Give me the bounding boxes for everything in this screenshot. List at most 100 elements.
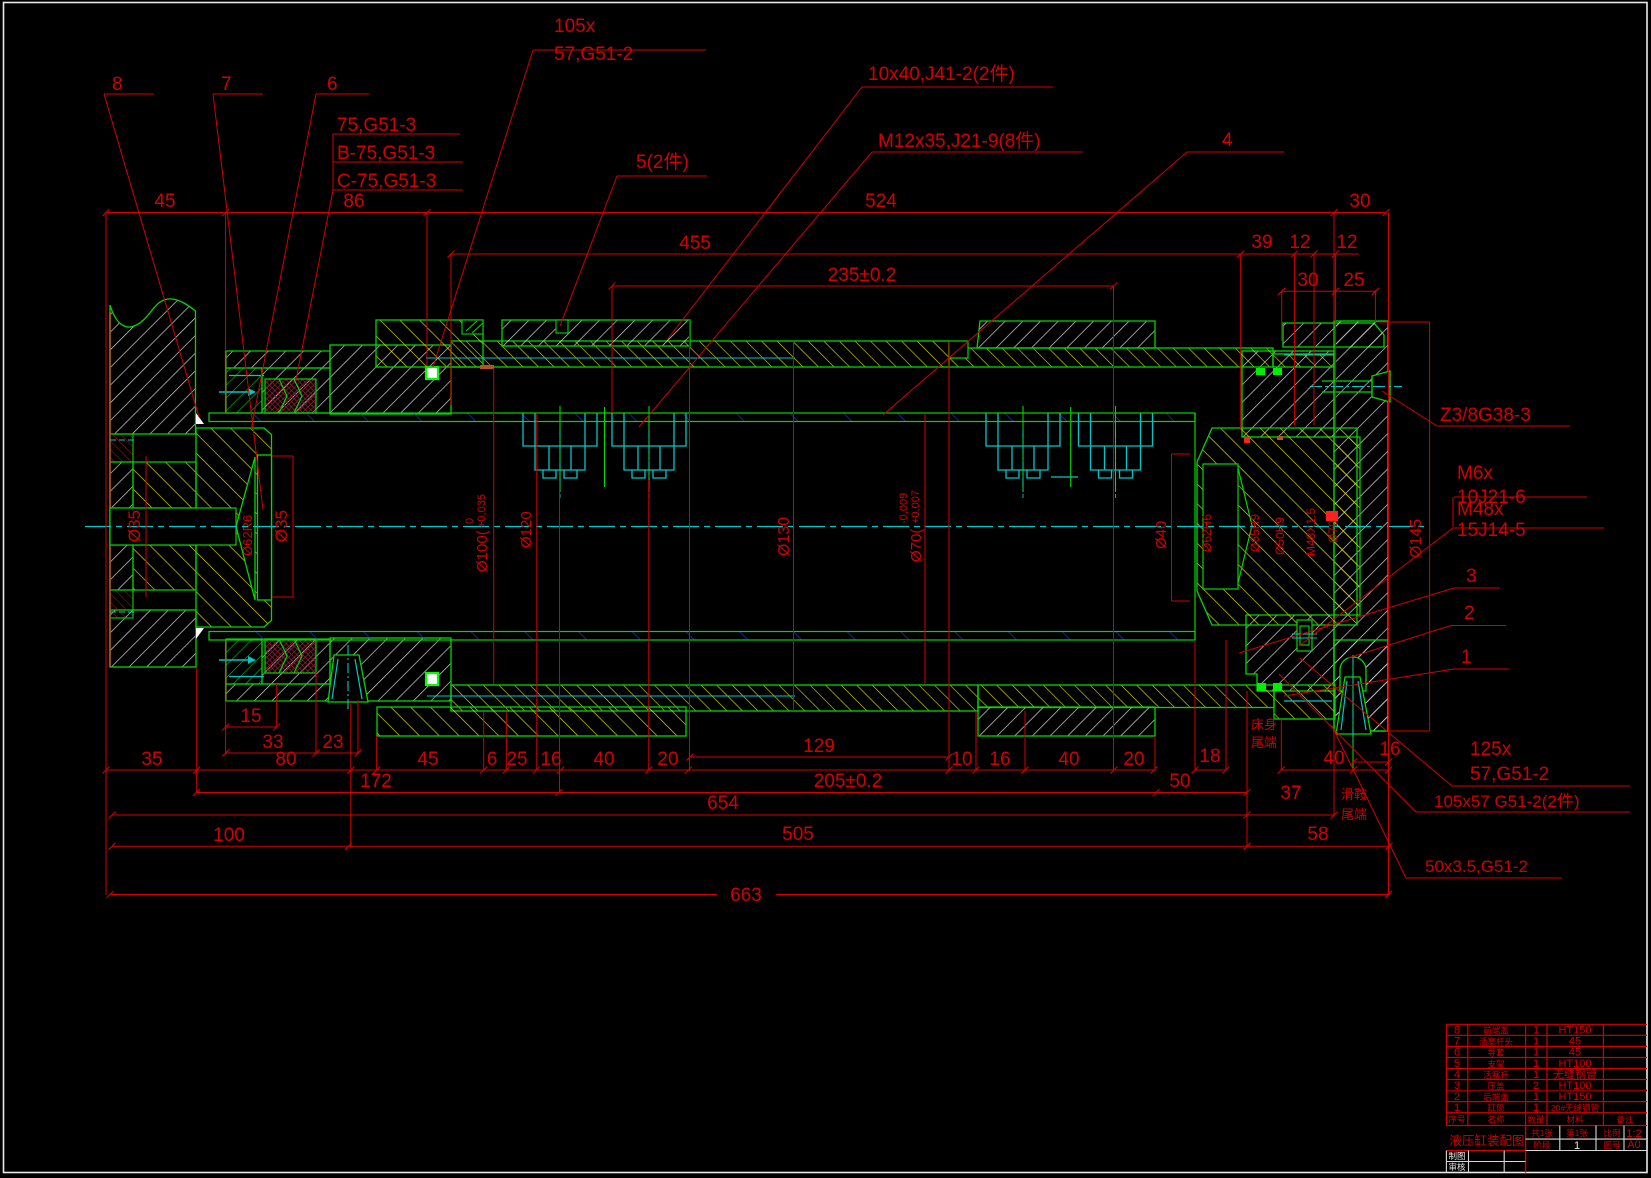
svg-text:备注: 备注 [1616,1115,1634,1125]
svg-text:前端盖: 前端盖 [1483,1026,1509,1036]
svg-text:505: 505 [782,824,814,845]
svg-text:2: 2 [1533,1080,1539,1092]
svg-text:86: 86 [343,191,364,212]
svg-text:33: 33 [262,732,283,753]
svg-text:15: 15 [240,706,261,727]
svg-text:23: 23 [322,732,343,753]
svg-text:40: 40 [1323,748,1344,769]
svg-text:M6x: M6x [1457,463,1493,484]
svg-text:Ø35: Ø35 [125,510,144,542]
svg-text:活塞杆: 活塞杆 [1483,1070,1509,1080]
svg-text:尾端: 尾端 [1251,735,1277,750]
svg-text:16: 16 [989,749,1010,770]
svg-text:1: 1 [1533,1047,1539,1059]
svg-text:Ø35: Ø35 [272,510,291,542]
svg-text:M48X1.5: M48X1.5 [1304,508,1318,556]
svg-text:2: 2 [1454,1091,1460,1103]
svg-text:支架: 支架 [1487,1059,1505,1069]
svg-text:524: 524 [865,191,897,212]
svg-text:+0,035: +0,035 [476,494,488,528]
svg-text:80: 80 [275,749,296,770]
svg-text:105x: 105x [554,16,596,37]
svg-text:1: 1 [1533,1025,1539,1037]
svg-text:床身: 床身 [1251,717,1277,732]
svg-text:液压缸装配图: 液压缸装配图 [1449,1133,1524,1148]
svg-text:37: 37 [1280,783,1301,804]
svg-text:30: 30 [1297,270,1318,291]
svg-text:100: 100 [213,825,245,846]
svg-text:共1张: 共1张 [1531,1128,1553,1138]
svg-text:15J14-5: 15J14-5 [1457,520,1526,541]
svg-text:6: 6 [487,749,498,770]
svg-text:4: 4 [1454,1069,1460,1081]
svg-text:6: 6 [327,74,338,95]
svg-text:40: 40 [1058,749,1079,770]
svg-text:M48x: M48x [1457,499,1504,520]
svg-text:+0,007: +0,007 [910,490,922,524]
svg-text:C-75,G51-3: C-75,G51-3 [337,171,436,192]
svg-text:比例: 比例 [1603,1128,1620,1138]
svg-text:20: 20 [657,749,678,770]
svg-text:压盖: 压盖 [1487,1081,1505,1091]
svg-text:-0,009: -0,009 [898,493,910,524]
svg-text:10x40,J41-2(2件): 10x40,J41-2(2件) [868,63,1015,85]
svg-text:3: 3 [1466,566,1477,587]
svg-text:Ø62R6: Ø62R6 [240,515,255,556]
svg-text:1: 1 [1533,1102,1539,1114]
svg-text:45: 45 [1569,1047,1581,1059]
svg-text:0: 0 [464,518,476,524]
svg-text:Ø62H6: Ø62H6 [1200,514,1214,552]
svg-text:30: 30 [1349,191,1370,212]
svg-text:Ø40: Ø40 [1153,521,1170,549]
svg-text:45: 45 [417,749,438,770]
svg-text:8: 8 [112,74,123,95]
svg-text:1: 1 [1454,1102,1460,1114]
svg-text:M12x35,J21-9(8件): M12x35,J21-9(8件) [878,130,1041,152]
svg-text:57,G51-2: 57,G51-2 [554,44,633,65]
svg-text:58: 58 [1307,824,1328,845]
svg-text:2: 2 [1464,603,1475,624]
svg-text:16: 16 [540,749,561,770]
svg-text:无缝钢管: 无缝钢管 [1553,1067,1597,1081]
svg-text:205±0.2: 205±0.2 [814,771,883,792]
svg-text:40: 40 [593,749,614,770]
svg-text:663: 663 [730,885,762,906]
svg-text:Ø70(: Ø70( [908,529,925,562]
svg-text:Ø130: Ø130 [776,517,793,556]
svg-text:7: 7 [1454,1036,1460,1048]
svg-text:8: 8 [1454,1025,1460,1037]
svg-text:Z3/8G38-3: Z3/8G38-3 [1440,405,1531,426]
svg-text:4: 4 [1222,130,1233,151]
svg-text:1: 1 [1574,1140,1580,1152]
svg-text:3: 3 [1454,1080,1460,1092]
svg-text:35: 35 [141,749,162,770]
svg-text:129: 129 [803,736,835,757]
svg-text:Ø120: Ø120 [518,511,535,548]
svg-text:50: 50 [1169,771,1190,792]
svg-text:缸筒: 缸筒 [1487,1103,1504,1113]
svg-text:Ø100(: Ø100( [474,530,491,572]
svg-text:125x: 125x [1470,739,1512,760]
svg-text:制图: 制图 [1448,1151,1465,1161]
svg-text:滑鞍: 滑鞍 [1341,787,1367,802]
svg-text:后端盖: 后端盖 [1483,1092,1509,1102]
svg-text:25: 25 [1343,270,1364,291]
svg-text:活塞杆头: 活塞杆头 [1479,1037,1514,1047]
svg-text:数量: 数量 [1527,1115,1545,1125]
svg-text:75,G51-3: 75,G51-3 [337,115,416,136]
svg-text:HT150: HT150 [1558,1025,1591,1037]
svg-text:Ø50H9: Ø50H9 [1273,517,1287,555]
svg-text:10: 10 [951,749,972,770]
svg-text:导套: 导套 [1487,1048,1505,1058]
svg-text:172: 172 [360,771,392,792]
svg-text:1: 1 [1533,1069,1539,1081]
svg-text:20#无缝钢管: 20#无缝钢管 [1551,1103,1599,1113]
svg-text:235±0.2: 235±0.2 [828,265,897,286]
svg-text:第1张: 第1张 [1566,1128,1588,1138]
svg-text:20: 20 [1123,749,1144,770]
svg-text:39: 39 [1251,232,1272,253]
svg-text:50x3.5,G51-2: 50x3.5,G51-2 [1425,857,1528,876]
svg-text:45: 45 [154,191,175,212]
svg-text:5: 5 [1454,1058,1460,1070]
svg-text:1:2: 1:2 [1626,1128,1641,1140]
